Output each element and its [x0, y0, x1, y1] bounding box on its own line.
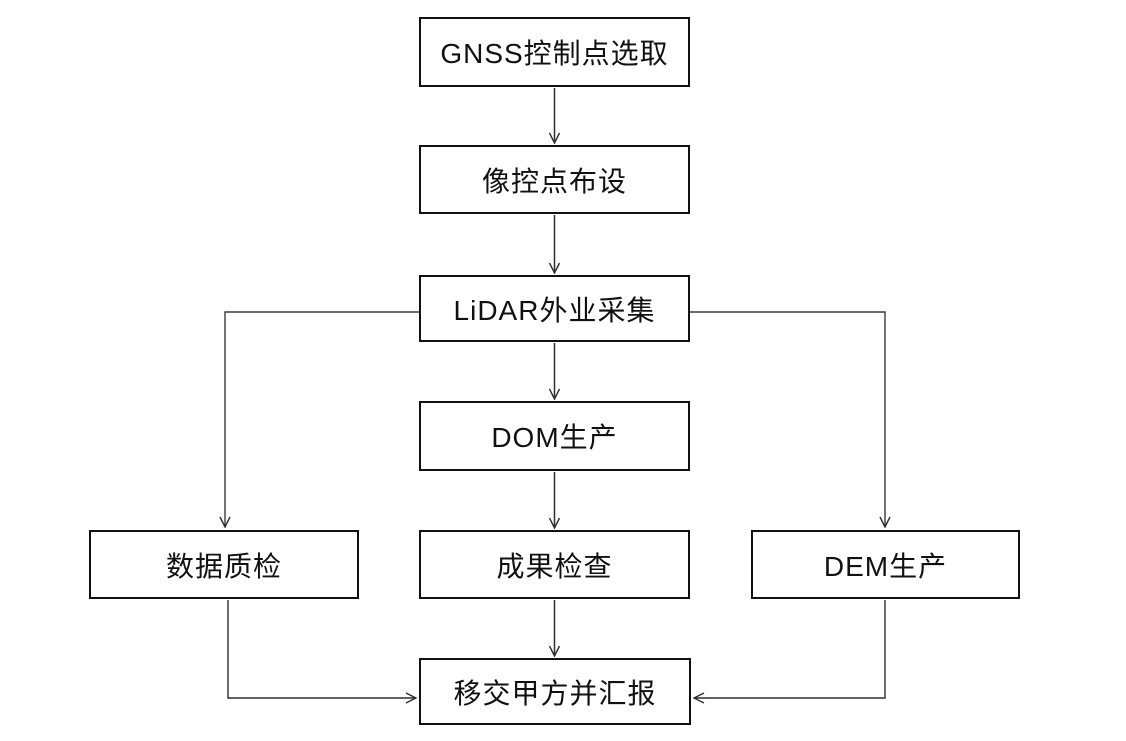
edge-lidar-to-dem-production: [690, 311, 885, 527]
node-lidar-field-collection: LiDAR外业采集: [419, 275, 690, 342]
node-label: 移交甲方并汇报: [453, 677, 657, 709]
node-data-quality-check: 数据质检: [89, 530, 359, 599]
node-label: 成果检查: [496, 550, 613, 582]
node-label: GNSS控制点选取: [440, 38, 669, 69]
node-dem-production: DEM生产: [751, 530, 1020, 599]
node-image-control-point-layout: 像控点布设: [419, 145, 690, 214]
node-result-inspection: 成果检查: [419, 530, 690, 599]
edge-lidar-to-data-quality-check: [225, 311, 419, 527]
node-label: DOM生产: [491, 422, 618, 453]
node-label: 像控点布设: [481, 165, 627, 197]
node-dom-production: DOM生产: [419, 401, 690, 471]
node-label: DEM生产: [823, 550, 948, 582]
edge-dem-production-to-handover: [694, 600, 886, 698]
node-label: 数据质检: [165, 550, 282, 582]
node-label: LiDAR外业采集: [453, 294, 656, 326]
node-handover-to-client-and-report: 移交甲方并汇报: [419, 658, 691, 725]
edge-data-quality-check-to-handover: [227, 600, 416, 698]
node-gnss-control-point-selection: GNSS控制点选取: [419, 17, 690, 87]
